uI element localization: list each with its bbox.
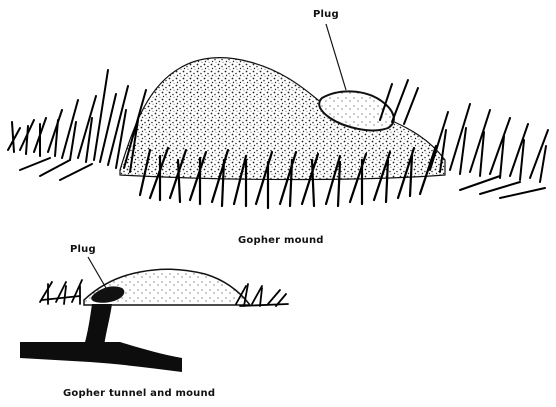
gopher-mound-illustration (8, 24, 548, 208)
plug-label-bottom: Plug (70, 244, 96, 255)
tunnel-horizontal (20, 342, 182, 372)
caption-gopher-tunnel-and-mound: Gopher tunnel and mound (63, 388, 215, 399)
gopher-tunnel-illustration (20, 257, 288, 372)
caption-gopher-mound: Gopher mound (238, 235, 324, 246)
tunnel-shaft (84, 304, 112, 346)
plug-leader-line (326, 24, 346, 90)
mound-soil (120, 58, 445, 180)
small-plug-leader-line (88, 257, 106, 288)
grass-left (8, 70, 146, 180)
plug-label-top: Plug (313, 9, 339, 20)
